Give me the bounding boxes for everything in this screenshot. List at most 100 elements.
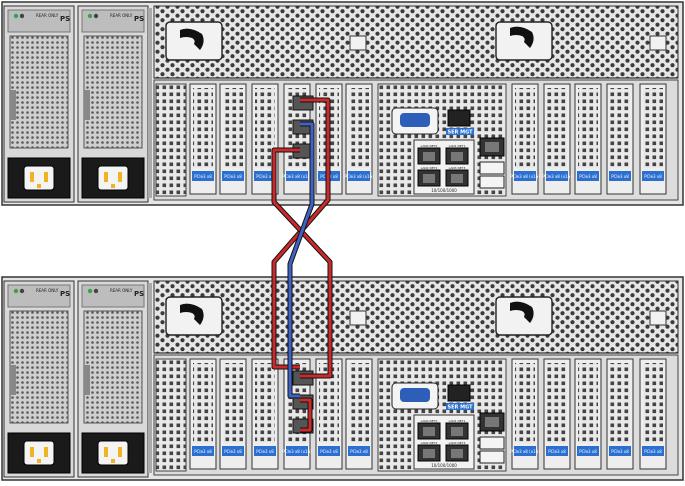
- lan-port-label: LAN1 NET1: [449, 419, 466, 423]
- psu-inlet-plate: [81, 157, 145, 199]
- pcie-label-tag: [642, 446, 664, 456]
- psu-ok-led: [87, 288, 93, 294]
- top-vent-mesh: [153, 280, 679, 354]
- pcie-slot-label: PCIe3 x8: [611, 449, 629, 454]
- power-inlet-pin: [30, 172, 34, 182]
- psu-vent-mesh: [83, 35, 143, 149]
- pcie-slot-label: PCIe3 x8: [644, 449, 662, 454]
- serial-mgt-port: [447, 384, 471, 402]
- pcie-label-tag: [222, 171, 244, 181]
- pcie-slot-right-4: PCIe3 x8: [639, 358, 667, 470]
- power-inlet-pin: [37, 459, 41, 463]
- pcie-slot-label: PCIe3 x8 (x16): [282, 174, 312, 179]
- pcie-slot-icon: [193, 88, 213, 168]
- psu-handle: [10, 90, 16, 120]
- pcie-slot-label: PCIe3 x8: [350, 449, 368, 454]
- psu-label: PS: [134, 15, 144, 23]
- sas-cable-red-3: [300, 398, 312, 432]
- power-inlet-pin: [111, 184, 115, 188]
- pcie-slot-label: PCIe3 x8: [224, 174, 242, 179]
- lever-handle-icon: [180, 303, 204, 325]
- pcie-slot-label: PCIe3 x8 (x16): [542, 174, 572, 179]
- ser-mgt-label: SER MGT: [447, 130, 473, 136]
- usb-port-icon: [479, 161, 505, 175]
- pcie-slot-icon: [643, 88, 663, 168]
- pcie-label-tag: [546, 171, 568, 181]
- lever-plate: [495, 296, 553, 336]
- lever-plate: [165, 296, 223, 336]
- latch-icon-right: [649, 310, 667, 326]
- pcie-label-tag: [318, 446, 340, 456]
- pcie-slot-icon: [255, 88, 275, 168]
- pcie-slot-right-2: PCIe3 x8: [574, 83, 602, 195]
- pcie-slot-right-1: PCIe3 x8: [543, 358, 571, 470]
- pcie-label-tag: [348, 446, 370, 456]
- pcie-slot-label: PCIe3 x8: [194, 449, 212, 454]
- pcie-slot-label: PCIe3 x8: [320, 449, 338, 454]
- pcie-slot-label: PCIe3 x8 (x16): [282, 449, 312, 454]
- pcie-label-tag: [192, 446, 214, 456]
- cables-group: [271, 97, 333, 433]
- pcie-slot-icon: [255, 363, 275, 443]
- pcie-label-tag: [192, 171, 214, 181]
- psu-ok-led: [13, 288, 19, 294]
- lan-port-label: LAN1 NET1: [449, 144, 466, 148]
- pcie-slot-right-3: PCIe3 x8: [606, 358, 634, 470]
- usb-port-icon: [479, 450, 505, 464]
- pcie-slot-left-0: PCIe3 x8: [189, 358, 217, 470]
- latch-icon-left: [349, 35, 367, 51]
- pcie-label-tag: [254, 446, 276, 456]
- pcie-slot-icon: [515, 88, 535, 168]
- pcie-slot-label: PCIe3 x8: [256, 174, 274, 179]
- pcie-slot-label: PCIe3 x8: [579, 174, 597, 179]
- pcie-slot-left-2: PCIe3 x8: [251, 358, 279, 470]
- pcie-slot-right-4: PCIe3 x8: [639, 83, 667, 195]
- pcie-slot-label: PCIe3 x8: [256, 449, 274, 454]
- pcie-slot-icon: [578, 88, 598, 168]
- latch-icon-right: [649, 35, 667, 51]
- pcie-slot-left-5: PCIe3 x8: [345, 358, 373, 470]
- lever-plate: [495, 21, 553, 61]
- top-vent-mesh: [153, 5, 679, 79]
- lan-port-label: LAN3 NET3: [449, 441, 466, 445]
- pcie-slot-left-5: PCIe3 x8 (x16): [344, 83, 374, 195]
- pcie-label-tag: [577, 171, 599, 181]
- psu-vent-mesh: [9, 310, 69, 424]
- pcie-label-tag: [286, 171, 308, 181]
- power-inlet-pin: [118, 447, 122, 457]
- left-end-vent: [155, 83, 187, 197]
- psu-label: PS: [134, 290, 144, 298]
- power-inlet-pin: [118, 172, 122, 182]
- psu-handle: [84, 90, 90, 120]
- power-inlet-pin: [104, 447, 108, 457]
- pcie-slot-icon: [319, 363, 339, 443]
- ser-mgt-tag: [446, 403, 474, 410]
- psu-divider: [148, 8, 152, 198]
- lever-handle-icon: [510, 301, 534, 323]
- lan-speed-label: 10/100/1000: [431, 188, 457, 193]
- ser-mgt-label: SER MGT: [447, 405, 473, 411]
- pcie-slot-icon: [515, 363, 535, 443]
- pcie-label-tag: [348, 171, 370, 181]
- ethernet-port-socket: [451, 152, 463, 161]
- net-mgt-socket: [485, 417, 499, 427]
- pcie-slot-icon: [349, 88, 369, 168]
- ethernet-port-socket: [451, 449, 463, 458]
- psu-label: PS: [60, 15, 70, 23]
- ethernet-port-socket: [423, 449, 435, 458]
- psu-fault-led: [93, 288, 99, 294]
- psu-handle: [84, 365, 90, 395]
- lan-port-label: LAN2 NET2: [421, 441, 438, 445]
- pcie-slot-label: PCIe3 x8: [224, 449, 242, 454]
- pcie-label-tag: [514, 446, 536, 456]
- pcie-label-tag: [577, 446, 599, 456]
- power-inlet-pin: [104, 172, 108, 182]
- ethernet-port-socket: [423, 174, 435, 183]
- pcie-label-tag: [642, 171, 664, 181]
- pcie-slot-label: PCIe3 x8: [548, 449, 566, 454]
- pcie-slot-icon: [349, 363, 369, 443]
- psu-fault-led: [19, 288, 25, 294]
